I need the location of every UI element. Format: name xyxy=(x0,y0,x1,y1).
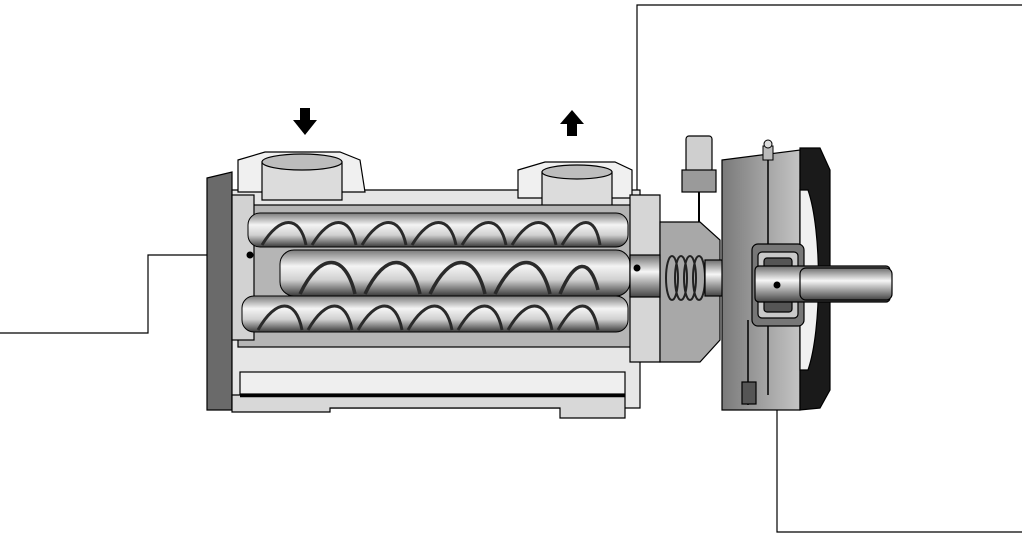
drive-shaft xyxy=(754,265,893,303)
screw-rotors xyxy=(241,212,631,333)
callout-line-left xyxy=(0,254,250,334)
idler-screw-top xyxy=(247,212,629,248)
callout-dots xyxy=(246,251,781,289)
callout-dot-top-right xyxy=(633,264,641,272)
idler-screw-bottom xyxy=(241,295,629,333)
pressure-gauge-icon xyxy=(681,135,717,222)
callout-dot-bottom-right xyxy=(773,281,781,289)
power-rotor xyxy=(279,249,631,297)
callout-line-top-right xyxy=(636,4,1022,268)
seal-spring xyxy=(665,255,706,301)
outlet-arrow-icon xyxy=(560,110,584,136)
grease-nipple-icon xyxy=(762,139,774,161)
inlet-arrow-icon xyxy=(293,108,317,135)
callout-dot-left xyxy=(246,251,254,259)
seal-housing xyxy=(629,194,756,363)
